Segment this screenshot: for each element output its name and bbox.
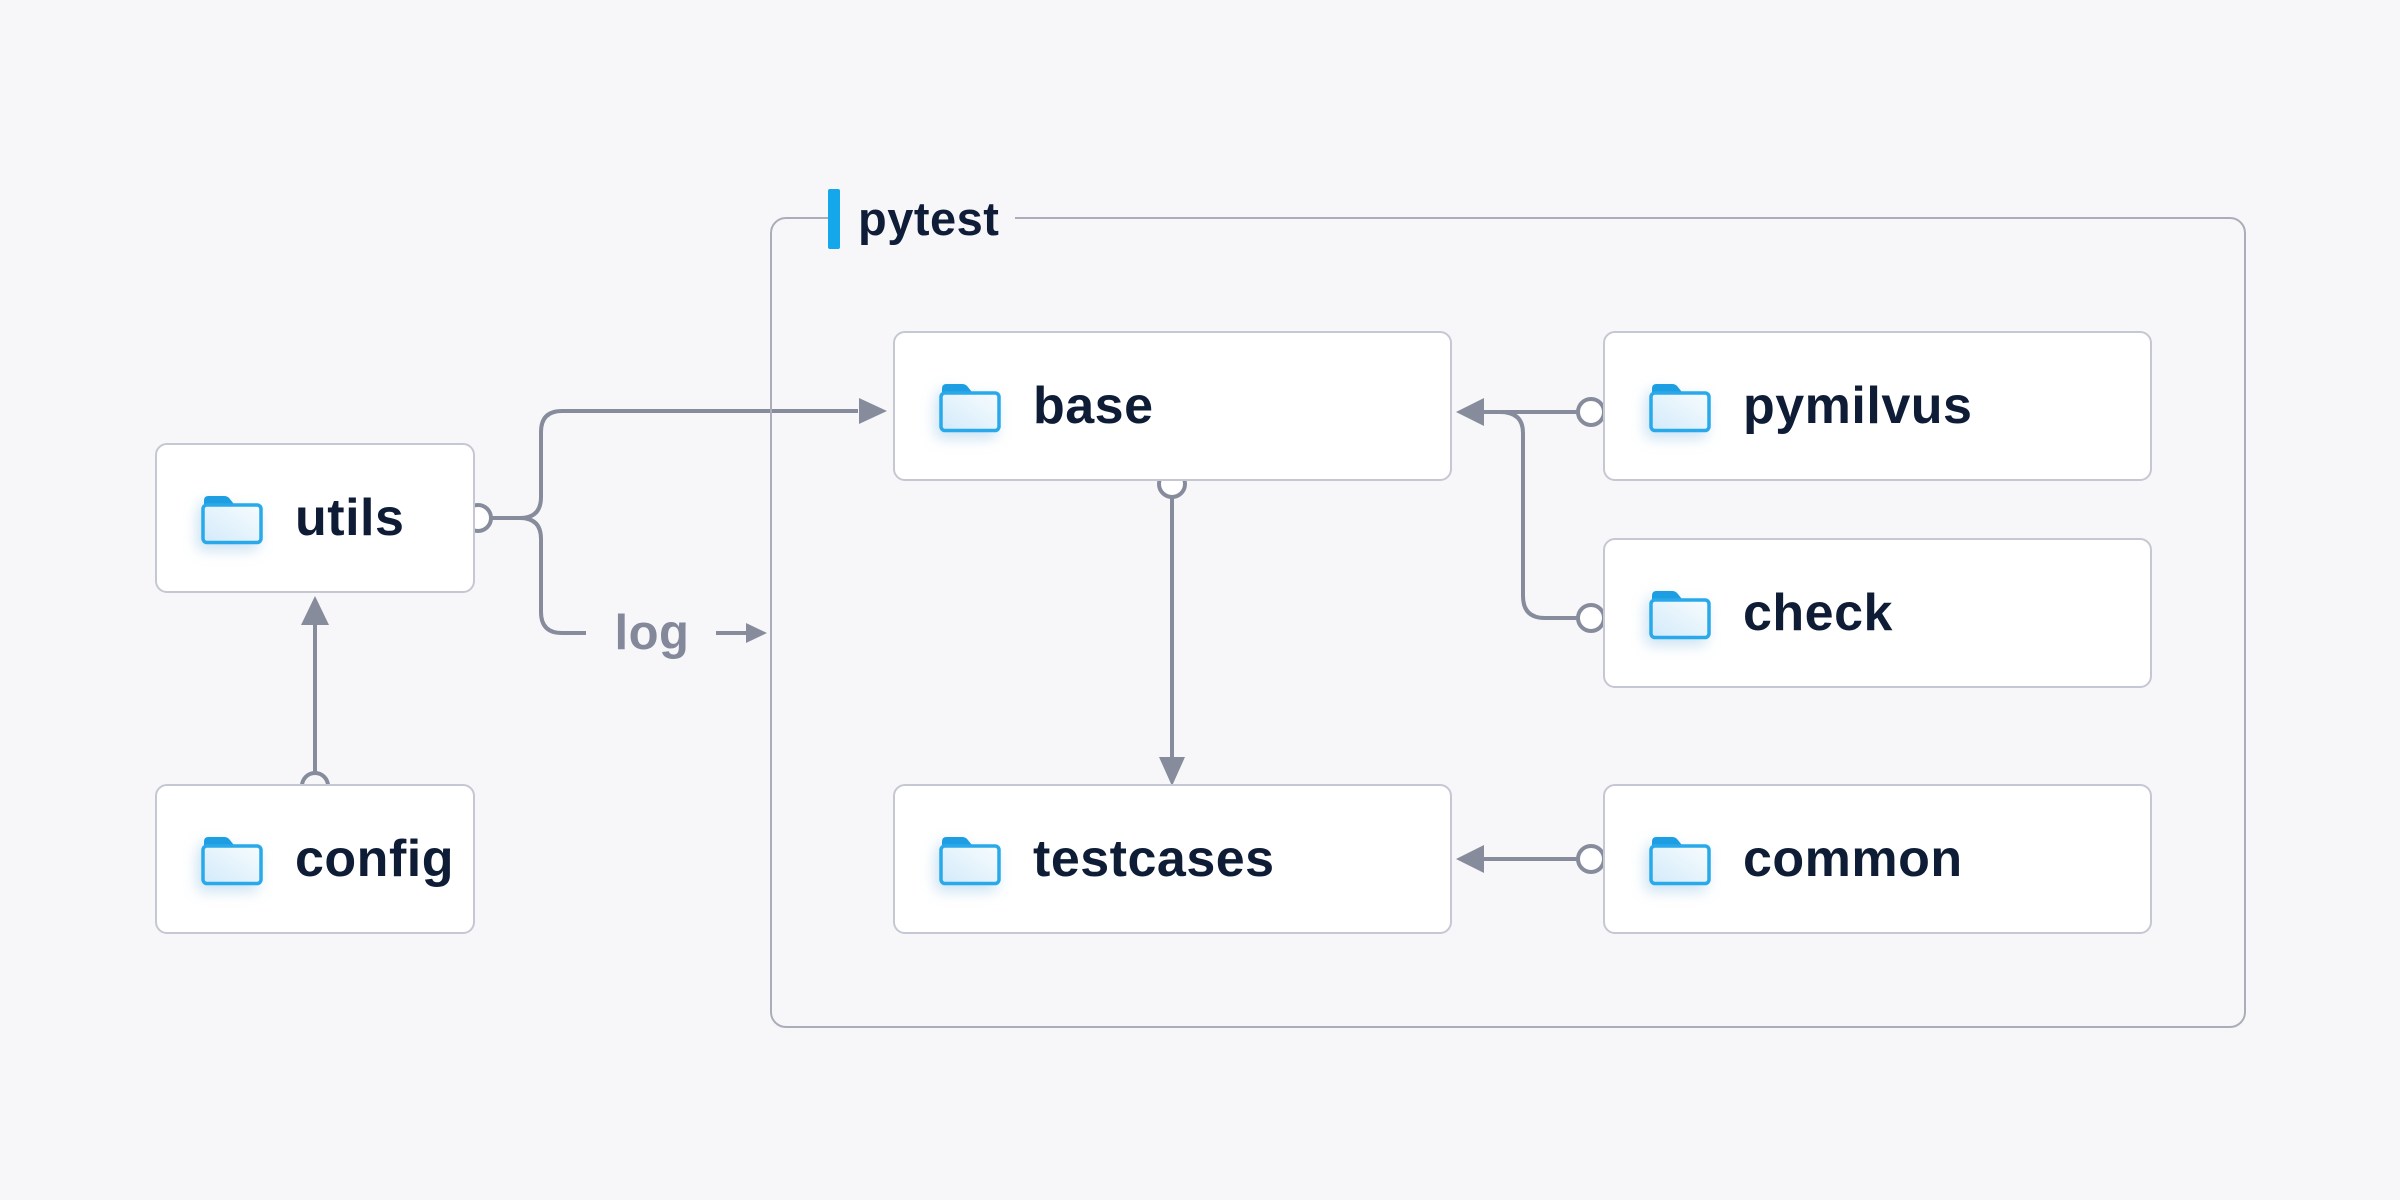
node-check-label: check	[1743, 584, 1893, 642]
folder-icon	[939, 835, 1001, 886]
group-pytest-title: pytest	[858, 192, 1000, 245]
accent-bar	[828, 189, 840, 249]
edge-label-log: log	[614, 606, 690, 660]
group-pytest: pytest	[770, 188, 2246, 1028]
folder-icon	[201, 835, 263, 886]
folder-icon	[939, 382, 1001, 433]
node-pymilvus-label: pymilvus	[1743, 377, 1973, 435]
node-testcases: testcases	[893, 784, 1452, 934]
node-pymilvus: pymilvus	[1603, 331, 2152, 481]
folder-icon	[201, 494, 263, 545]
node-utils: utils	[155, 443, 475, 593]
edge-config-utils	[300, 596, 330, 801]
node-config-label: config	[295, 830, 454, 888]
group-pytest-label: pytest	[828, 188, 1016, 250]
folder-icon	[1649, 589, 1711, 640]
node-utils-label: utils	[295, 489, 405, 547]
node-base: base	[893, 331, 1452, 481]
folder-icon	[1649, 382, 1711, 433]
node-common: common	[1603, 784, 2152, 934]
node-config: config	[155, 784, 475, 934]
node-testcases-label: testcases	[1033, 830, 1275, 888]
node-common-label: common	[1743, 830, 1963, 888]
folder-icon	[1649, 835, 1711, 886]
node-base-label: base	[1033, 377, 1154, 435]
node-check: check	[1603, 538, 2152, 688]
